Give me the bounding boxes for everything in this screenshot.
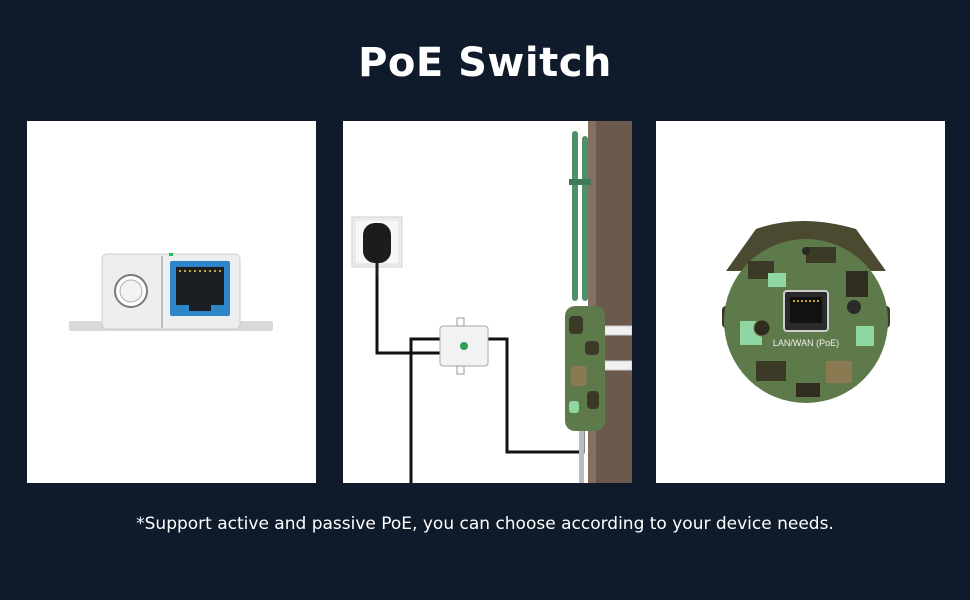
lan-wan-port-label: LAN/WAN (PoE) (773, 338, 839, 348)
panel-installation-diagram (343, 121, 632, 483)
poe-injector-port-icon (69, 253, 273, 331)
poe-installation-diagram-icon (351, 121, 632, 483)
footer-note: *Support active and passive PoE, you can… (136, 514, 834, 534)
camo-device-lan-port-icon: LAN/WAN (PoE) (722, 221, 890, 403)
page-title: PoE Switch (358, 40, 612, 86)
panel-poe-injector (27, 121, 316, 483)
panel-device-port: LAN/WAN (PoE) (656, 121, 945, 483)
